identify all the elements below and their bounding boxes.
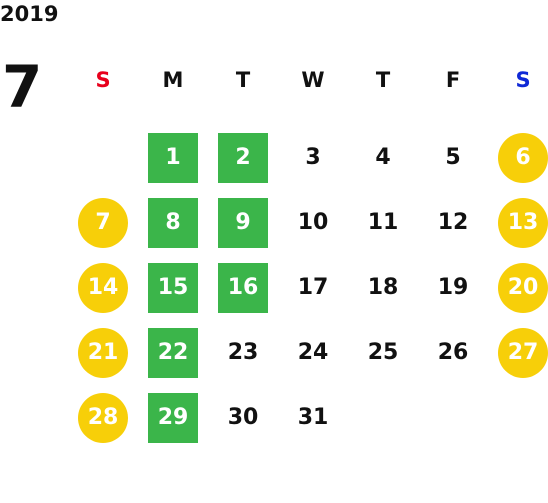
day-number: 19 xyxy=(437,275,469,300)
day-cell[interactable]: 11 xyxy=(348,190,418,255)
day-cell[interactable]: 14 xyxy=(68,255,138,320)
day-number-yellow: 20 xyxy=(498,262,548,313)
day-number xyxy=(78,133,128,183)
day-cell xyxy=(348,385,418,450)
day-number: 25 xyxy=(367,340,399,365)
day-number: 3 xyxy=(305,145,321,170)
day-number: 30 xyxy=(227,405,259,430)
day-cell[interactable]: 7 xyxy=(68,190,138,255)
day-number: 23 xyxy=(227,340,259,365)
day-number: 4 xyxy=(375,145,391,170)
day-cell[interactable]: 10 xyxy=(278,190,348,255)
day-cell[interactable]: 2 xyxy=(208,125,278,190)
day-number: 24 xyxy=(297,340,329,365)
day-cell[interactable]: 17 xyxy=(278,255,348,320)
day-number-green: 16 xyxy=(218,262,268,313)
day-number-yellow: 7 xyxy=(78,197,128,248)
day-number-yellow: 13 xyxy=(498,197,548,248)
day-number-yellow: 27 xyxy=(498,327,548,378)
day-cell[interactable]: 20 xyxy=(488,255,548,320)
day-cell[interactable]: 8 xyxy=(138,190,208,255)
day-number xyxy=(358,393,408,443)
day-cell xyxy=(68,125,138,190)
day-number xyxy=(498,393,548,443)
day-number xyxy=(428,393,478,443)
day-cell[interactable]: 5 xyxy=(418,125,488,190)
day-cell[interactable]: 13 xyxy=(488,190,548,255)
day-number: 31 xyxy=(297,405,329,430)
weekday-header: F xyxy=(445,68,461,92)
weekday-header: M xyxy=(162,68,184,92)
day-number: 5 xyxy=(445,145,461,170)
day-cell[interactable]: 9 xyxy=(208,190,278,255)
day-number-green: 22 xyxy=(148,327,198,378)
day-number-yellow: 28 xyxy=(78,392,128,443)
day-cell[interactable]: 3 xyxy=(278,125,348,190)
weekday-header: T xyxy=(375,68,391,92)
month-number: 7 xyxy=(2,53,43,121)
day-cell[interactable]: 22 xyxy=(138,320,208,385)
day-cell[interactable]: 21 xyxy=(68,320,138,385)
day-cell[interactable]: 6 xyxy=(488,125,548,190)
day-cell[interactable]: 1 xyxy=(138,125,208,190)
day-cell[interactable]: 29 xyxy=(138,385,208,450)
day-number-green: 1 xyxy=(148,132,198,183)
weekday-header: S xyxy=(95,68,111,92)
day-cell[interactable]: 19 xyxy=(418,255,488,320)
day-number-green: 15 xyxy=(148,262,198,313)
day-cell[interactable]: 27 xyxy=(488,320,548,385)
day-number-yellow: 6 xyxy=(498,132,548,183)
weekday-header: W xyxy=(301,68,325,92)
day-number-green: 9 xyxy=(218,197,268,248)
day-number-yellow: 21 xyxy=(78,327,128,378)
day-cell[interactable]: 30 xyxy=(208,385,278,450)
weekday-header: S xyxy=(515,68,531,92)
day-cell[interactable]: 31 xyxy=(278,385,348,450)
day-cell[interactable]: 26 xyxy=(418,320,488,385)
day-cell[interactable]: 12 xyxy=(418,190,488,255)
day-cell[interactable]: 15 xyxy=(138,255,208,320)
day-number: 12 xyxy=(437,210,469,235)
day-number: 18 xyxy=(367,275,399,300)
day-number-green: 8 xyxy=(148,197,198,248)
day-cell[interactable]: 24 xyxy=(278,320,348,385)
day-cell[interactable]: 28 xyxy=(68,385,138,450)
day-number: 17 xyxy=(297,275,329,300)
day-cell[interactable]: 25 xyxy=(348,320,418,385)
day-number-yellow: 14 xyxy=(78,262,128,313)
day-number: 11 xyxy=(367,210,399,235)
day-number: 26 xyxy=(437,340,469,365)
day-cell[interactable]: 18 xyxy=(348,255,418,320)
day-cell[interactable]: 23 xyxy=(208,320,278,385)
day-cell[interactable]: 16 xyxy=(208,255,278,320)
year-label: 2019 xyxy=(0,2,59,26)
day-number-green: 29 xyxy=(148,392,198,443)
day-number-green: 2 xyxy=(218,132,268,183)
weekday-header: T xyxy=(235,68,251,92)
day-cell[interactable]: 4 xyxy=(348,125,418,190)
day-cell xyxy=(488,385,548,450)
day-number: 10 xyxy=(297,210,329,235)
day-cell xyxy=(418,385,488,450)
